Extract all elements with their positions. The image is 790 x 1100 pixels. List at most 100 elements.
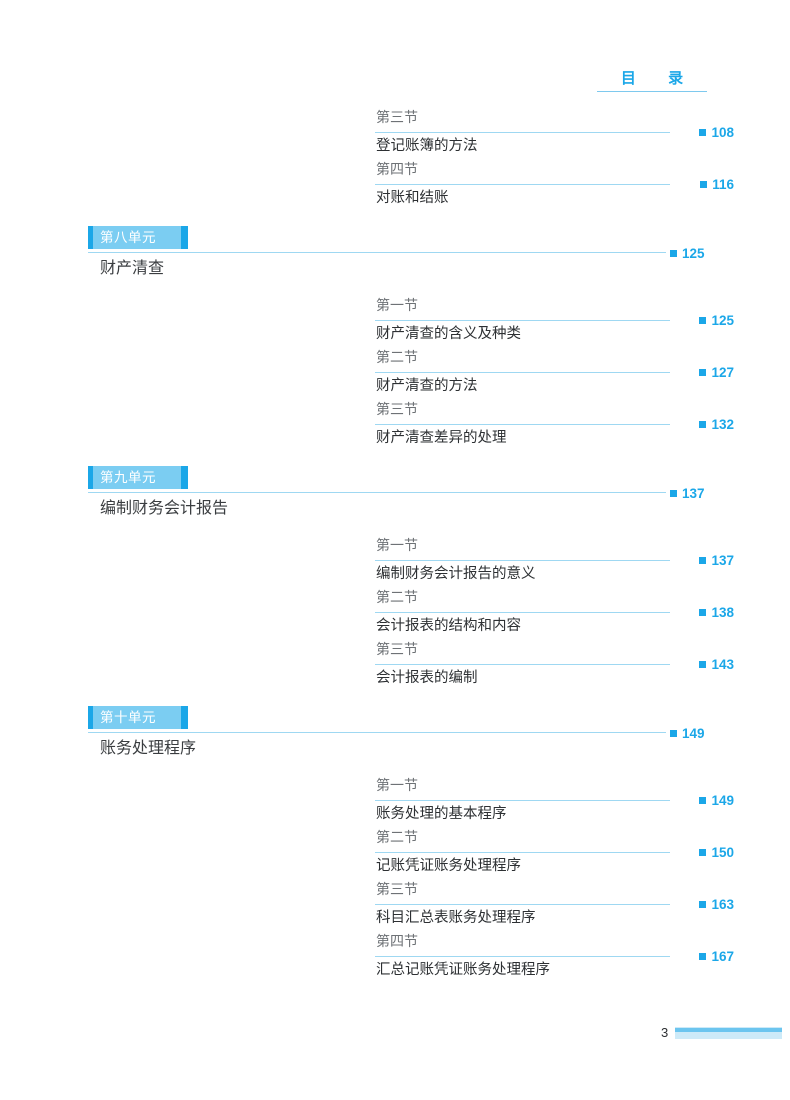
footer-page-number: 3 — [661, 1025, 669, 1040]
section-title: 汇总记账凭证账务处理程序 — [376, 962, 550, 978]
unit-entry[interactable]: 第九单元编制财务会计报告 137 — [88, 466, 705, 528]
section-title: 记账凭证账务处理程序 — [376, 858, 521, 874]
section-title: 财产清查差异的处理 — [376, 430, 507, 446]
section-page-value: 137 — [711, 553, 734, 568]
section-page-number: 137 — [699, 553, 734, 568]
section-title: 财产清查的方法 — [376, 378, 478, 394]
section-page-value: 125 — [711, 313, 734, 328]
section-entry[interactable]: 第三节会计报表的编制 143 — [375, 640, 734, 692]
section-rule — [375, 372, 670, 373]
section-label: 第三节 — [376, 643, 418, 658]
page-marker-icon — [700, 181, 708, 188]
section-title: 登记账簿的方法 — [376, 138, 478, 154]
section-entry[interactable]: 第三节财产清查差异的处理 132 — [375, 400, 734, 452]
section-page-number: 143 — [699, 657, 734, 672]
page-marker-icon — [699, 609, 707, 616]
section-entry[interactable]: 第二节财产清查的方法 127 — [375, 348, 734, 400]
section-page-value: 143 — [711, 657, 734, 672]
section-rule — [375, 184, 670, 185]
section-page-number: 167 — [699, 949, 734, 964]
unit-badge-label: 第十单元 — [100, 710, 156, 725]
unit-rule — [88, 492, 666, 493]
section-entry[interactable]: 第四节汇总记账凭证账务处理程序 167 — [375, 932, 734, 984]
section-title: 会计报表的编制 — [376, 670, 478, 686]
page-marker-icon — [699, 849, 707, 856]
section-rule — [375, 132, 670, 133]
page-marker-icon — [699, 317, 707, 324]
unit-badge-right-cap — [181, 226, 188, 249]
section-rule — [375, 424, 670, 425]
page-marker-icon — [699, 953, 707, 960]
section-page-value: 116 — [712, 177, 734, 192]
unit-page-number: 137 — [670, 486, 705, 501]
section-entry[interactable]: 第三节登记账簿的方法 108 — [375, 108, 734, 160]
section-rule — [375, 956, 670, 957]
section-rule — [375, 612, 670, 613]
section-title: 财产清查的含义及种类 — [376, 326, 521, 342]
unit-page-value: 149 — [682, 726, 705, 741]
section-label: 第三节 — [376, 111, 418, 126]
unit-badge-right-cap — [181, 706, 188, 729]
unit-badge-left-cap — [88, 226, 93, 249]
unit-page-value: 137 — [682, 486, 705, 501]
unit-badge: 第十单元 — [88, 706, 188, 729]
section-page-value: 150 — [711, 845, 734, 860]
section-page-number: 150 — [699, 845, 734, 860]
section-page-value: 127 — [711, 365, 734, 380]
section-label: 第二节 — [376, 591, 418, 606]
unit-badge-label: 第九单元 — [100, 470, 156, 485]
page-marker-icon — [670, 250, 677, 257]
section-label: 第三节 — [376, 403, 418, 418]
section-page-number: 138 — [699, 605, 734, 620]
page-footer: 3 — [0, 1025, 790, 1045]
section-page-number: 125 — [699, 313, 734, 328]
toc-header: 目 录 — [597, 70, 707, 92]
section-page-number: 163 — [699, 897, 734, 912]
unit-title: 账务处理程序 — [100, 740, 197, 757]
section-page-value: 132 — [711, 417, 734, 432]
section-label: 第一节 — [376, 539, 418, 554]
page-marker-icon — [699, 557, 707, 564]
unit-rule — [88, 732, 666, 733]
section-rule — [375, 560, 670, 561]
page-marker-icon — [699, 129, 707, 136]
unit-badge-left-cap — [88, 466, 93, 489]
page-marker-icon — [670, 490, 677, 497]
section-title: 科目汇总表账务处理程序 — [376, 910, 536, 926]
unit-badge-right-cap — [181, 466, 188, 489]
unit-badge: 第九单元 — [88, 466, 188, 489]
section-entry[interactable]: 第四节对账和结账 116 — [375, 160, 734, 212]
section-rule — [375, 904, 670, 905]
section-label: 第四节 — [376, 163, 418, 178]
section-title: 编制财务会计报告的意义 — [376, 566, 536, 582]
page-title: 目 录 — [620, 70, 698, 87]
section-page-number: 116 — [700, 177, 734, 192]
section-entry[interactable]: 第一节编制财务会计报告的意义 137 — [375, 536, 734, 588]
unit-title: 编制财务会计报告 — [100, 500, 229, 517]
unit-badge: 第八单元 — [88, 226, 188, 249]
section-page-value: 108 — [711, 125, 734, 140]
section-rule — [375, 800, 670, 801]
section-label: 第二节 — [376, 351, 418, 366]
section-page-number: 132 — [699, 417, 734, 432]
section-rule — [375, 664, 670, 665]
unit-entry[interactable]: 第十单元账务处理程序 149 — [88, 706, 705, 768]
page-marker-icon — [699, 421, 707, 428]
unit-page-number: 125 — [670, 246, 705, 261]
section-title: 对账和结账 — [376, 190, 449, 206]
header-underline — [597, 91, 707, 92]
section-page-value: 167 — [711, 949, 734, 964]
section-page-number: 149 — [699, 793, 734, 808]
page-marker-icon — [670, 730, 677, 737]
page-marker-icon — [699, 661, 707, 668]
section-label: 第四节 — [376, 935, 418, 950]
section-title: 账务处理的基本程序 — [376, 806, 507, 822]
section-rule — [375, 852, 670, 853]
